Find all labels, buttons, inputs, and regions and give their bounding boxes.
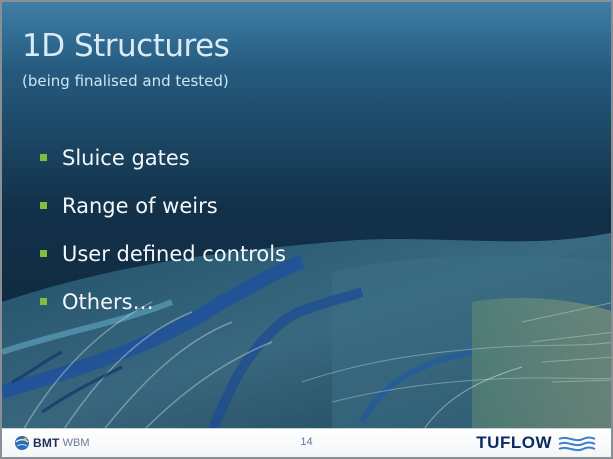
tuflow-logo: TUFLOW — [476, 433, 597, 453]
bullet-marker-icon — [40, 298, 47, 305]
page-number: 14 — [300, 436, 313, 448]
slide-footer: BMT WBM 14 TUFLOW — [2, 428, 611, 457]
bullet-list: Sluice gates Range of weirs User defined… — [40, 144, 286, 336]
bullet-marker-icon — [40, 202, 47, 209]
bullet-item: Range of weirs — [40, 192, 286, 240]
bullet-label: Others… — [62, 290, 154, 314]
bullet-label: User defined controls — [62, 242, 286, 266]
bullet-item: User defined controls — [40, 240, 286, 288]
bmt-brand-text: BMT — [33, 436, 60, 450]
tuflow-logo-text: TUFLOW — [476, 433, 552, 452]
bmt-sub-text: WBM — [62, 437, 90, 449]
bmt-globe-icon — [15, 436, 29, 450]
title-area: 1D Structures (being finalised and teste… — [22, 28, 591, 90]
slide-title: 1D Structures — [22, 28, 230, 64]
slide-subtitle: (being finalised and tested) — [22, 72, 229, 90]
bullet-label: Range of weirs — [62, 194, 218, 218]
bullet-marker-icon — [40, 250, 47, 257]
tuflow-waves-icon — [558, 436, 596, 452]
bullet-label: Sluice gates — [62, 146, 190, 170]
bullet-item: Others… — [40, 288, 286, 336]
bullet-item: Sluice gates — [40, 144, 286, 192]
bullet-marker-icon — [40, 154, 47, 161]
bmt-logo: BMT WBM — [14, 432, 89, 454]
